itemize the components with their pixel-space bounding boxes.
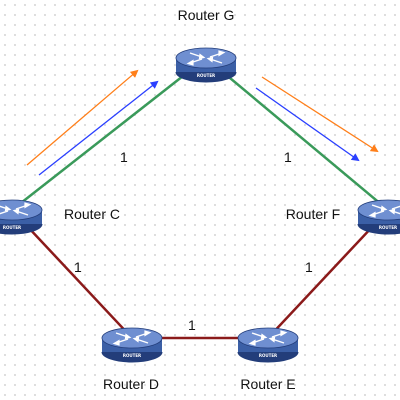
- router-device-text: ROUTER: [123, 353, 141, 358]
- link-cost-label-c-d: 1: [74, 259, 82, 275]
- router-label-c: Router C: [64, 206, 120, 222]
- router-icon: [237, 327, 299, 363]
- router-icon: [175, 47, 237, 83]
- link-cost-labels: 1 1 1 1 1: [74, 149, 313, 333]
- traffic-arrow-blue-c-g: [38, 80, 159, 176]
- link-g-f: [205, 57, 389, 211]
- link-c-g: [11, 57, 207, 211]
- router-labels: Router G Router C Router F Router D Rout…: [64, 7, 340, 392]
- router-e[interactable]: ROUTER: [237, 327, 299, 363]
- router-label-g: Router G: [178, 7, 235, 23]
- router-d[interactable]: ROUTER: [101, 327, 163, 363]
- router-icon: [0, 199, 43, 235]
- router-c[interactable]: ROUTER: [0, 199, 43, 235]
- router-icon: [101, 327, 163, 363]
- link-cost-label-e-f: 1: [305, 259, 313, 275]
- router-device-text: ROUTER: [379, 225, 397, 230]
- traffic-arrow-orange-g-f: [261, 76, 379, 153]
- router-label-f: Router F: [286, 206, 340, 222]
- links-layer: [11, 57, 389, 340]
- traffic-arrow-blue-g-f: [255, 87, 360, 162]
- link-cost-label-d-e: 1: [188, 317, 196, 333]
- link-cost-label-g-f: 1: [284, 149, 292, 165]
- routers-layer: ROUTER ROUTER ROUTER ROUTER ROUTER: [0, 47, 400, 363]
- router-device-text: ROUTER: [259, 353, 277, 358]
- router-label-e: Router E: [240, 376, 295, 392]
- traffic-arrow-orange-c-g: [26, 69, 139, 166]
- router-device-text: ROUTER: [197, 73, 215, 78]
- link-cost-label-c-g: 1: [120, 149, 128, 165]
- traffic-arrows-layer: [26, 69, 379, 176]
- router-f[interactable]: ROUTER: [357, 199, 400, 235]
- router-icon: [357, 199, 400, 235]
- router-device-text: ROUTER: [3, 225, 21, 230]
- router-label-d: Router D: [103, 376, 159, 392]
- router-g[interactable]: ROUTER: [175, 47, 237, 83]
